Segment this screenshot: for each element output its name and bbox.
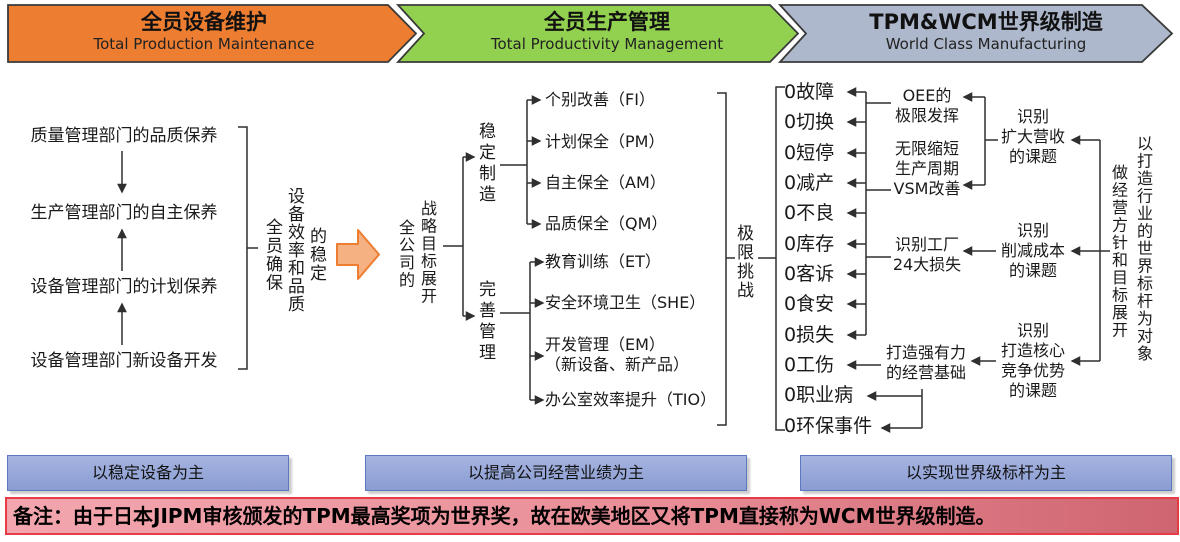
left-vnote-col2: 设备效率和品质 — [284, 187, 304, 313]
left-vnote-col1: 全员确保 — [262, 218, 282, 292]
header-wcm-title: TPM&WCM世界级制造 — [869, 10, 1103, 34]
zero-item-short-stop: 0短停 — [784, 142, 835, 164]
pillar-pm: 计划保全（PM） — [545, 132, 665, 151]
topic-cost-line-1: 识别 — [1016, 221, 1049, 240]
topic-core-block: 识别 打造核心 竞争优势 的课题 — [990, 321, 1076, 401]
left-item-autonomous-maintenance: 生产管理部门的自主保养 — [30, 203, 218, 223]
pillar-em: 开发管理（EM） — [545, 335, 665, 354]
topic-revenue-line-1: 识别 — [1016, 107, 1049, 126]
topic-core-line-3: 竞争优势 — [1000, 361, 1065, 380]
pillars-closing-bracket — [717, 92, 735, 426]
pillar-tio: 办公室效率提升（TIO） — [545, 390, 717, 409]
left-item-quality-maintenance: 质量管理部门的品质保养 — [30, 126, 218, 146]
zero-item-environmental-incident: 0环保事件 — [784, 415, 873, 437]
zero-item-work-injury: 0工伤 — [784, 354, 835, 376]
header-arrow-band — [4, 1, 1174, 66]
header-tpm1-title: 全员设备维护 — [141, 10, 267, 34]
oee-line-1: OEE的 — [902, 86, 952, 105]
vsm-block: 无限缩短 生产周期 VSM改善 — [877, 139, 977, 199]
losses24-block: 识别工厂 24大损失 — [877, 235, 977, 275]
branch-top-bracket — [500, 95, 542, 229]
zero-item-food-safety: 0食安 — [784, 293, 835, 315]
header-tpm2-subtitle: Total Productivity Management — [490, 35, 724, 54]
pillar-am: 自主保全（AM） — [545, 173, 666, 192]
vsm-line-3: VSM改善 — [893, 179, 961, 198]
header-arrow-wcm — [777, 4, 1174, 63]
topic-cost-line-3: 的课题 — [1008, 261, 1057, 280]
zero-item-breakdown: 0故障 — [784, 81, 835, 103]
branch-perfect-management: 完善管理 — [475, 280, 495, 364]
zero-item-occupational-disease: 0职业病 — [784, 384, 854, 406]
topic-arrows — [962, 246, 996, 366]
far-right-bracket — [1070, 135, 1110, 366]
branch-bottom-bracket — [500, 257, 545, 405]
left-item-planned-maintenance: 设备管理部门的计划保养 — [30, 277, 218, 297]
header-arrow-tpm1 — [7, 4, 418, 63]
topic-core-line-2: 打造核心 — [1000, 341, 1065, 360]
zero-item-arrows — [846, 87, 891, 340]
left-vnote-col3: 的稳定 — [306, 227, 326, 283]
vsm-line-2: 生产周期 — [894, 159, 959, 178]
zero-item-changeover: 0切换 — [784, 111, 835, 133]
foundation-block: 打造强有力 的经营基础 — [872, 343, 980, 383]
topic-cost-line-2: 削减成本 — [1000, 241, 1065, 260]
goal-col-left: 全公司的 — [396, 219, 415, 289]
foundation-line-2: 的经营基础 — [885, 363, 966, 382]
pillar-qm: 品质保全（QM） — [545, 214, 668, 233]
bottom-box-middle: 以提高公司经营业绩为主 — [365, 455, 747, 491]
pillar-she: 安全环境卫生（SHE） — [545, 293, 706, 312]
header-wcm-subtitle: World Class Manufacturing — [885, 35, 1087, 54]
header-tpm1-subtitle: Total Production Maintenance — [93, 35, 315, 54]
left-item-new-equipment: 设备管理部门新设备开发 — [30, 351, 218, 371]
note-bar: 备注：由于日本JIPM审核颁发的TPM最高奖项为世界奖，故在欧美地区又将TPM直… — [5, 497, 1179, 535]
zero-item-inventory: 0库存 — [784, 233, 835, 255]
zero-opening-bracket — [758, 86, 785, 431]
topic-core-line-4: 的课题 — [1008, 381, 1057, 400]
header-tpm1: 全员设备维护 Total Production Maintenance — [8, 9, 400, 54]
topic-revenue-block: 识别 扩大营收 的课题 — [990, 107, 1076, 167]
goal-tree — [443, 152, 476, 321]
losses24-line-2: 24大损失 — [892, 255, 962, 274]
foundation-arrows — [846, 360, 923, 433]
bottom-box-left: 以稳定设备为主 — [7, 455, 289, 491]
branch-stable-manufacturing: 稳定制造 — [475, 122, 495, 206]
topic-revenue-line-2: 扩大营收 — [1000, 127, 1065, 146]
right-vnote-col-left: 做经营方针和目标展开 — [1109, 164, 1128, 339]
pillar-em-note: （新设备、新产品） — [545, 355, 690, 374]
foundation-line-1: 打造强有力 — [885, 343, 966, 362]
orange-flow-arrow — [336, 229, 380, 280]
pillar-fi: 个别改善（FI） — [545, 90, 655, 109]
zero-item-complaint: 0客诉 — [784, 263, 835, 285]
goal-col-right: 战略目标展开 — [418, 200, 437, 305]
losses24-line-1: 识别工厂 — [894, 235, 959, 254]
topic-core-line-1: 识别 — [1016, 321, 1049, 340]
zero-item-reduced-output: 0减产 — [784, 172, 835, 194]
header-tpm2: 全员生产管理 Total Productivity Management — [424, 9, 790, 54]
vsm-line-1: 无限缩短 — [894, 139, 959, 158]
oee-block: OEE的 极限发挥 — [877, 86, 977, 126]
oee-line-2: 极限发挥 — [894, 106, 959, 125]
pillar-et: 教育训练（ET） — [545, 252, 661, 271]
bottom-box-right: 以实现世界级标杆为主 — [800, 455, 1172, 491]
header-tpm2-title: 全员生产管理 — [544, 10, 670, 34]
zero-item-loss: 0损失 — [784, 324, 835, 346]
oee-vsm-bracket — [962, 92, 998, 190]
challenge-label: 极限挑战 — [733, 224, 753, 300]
header-arrow-tpm2 — [395, 4, 800, 63]
topic-cost-block: 识别 削减成本 的课题 — [990, 221, 1076, 281]
right-vnote-col-right: 以打造行业的世界标杆为对象 — [1134, 135, 1153, 363]
topic-revenue-line-3: 的课题 — [1008, 147, 1057, 166]
header-wcm: TPM&WCM世界级制造 World Class Manufacturing — [806, 9, 1166, 54]
zero-item-defect: 0不良 — [784, 202, 835, 224]
left-bracket — [238, 126, 258, 370]
